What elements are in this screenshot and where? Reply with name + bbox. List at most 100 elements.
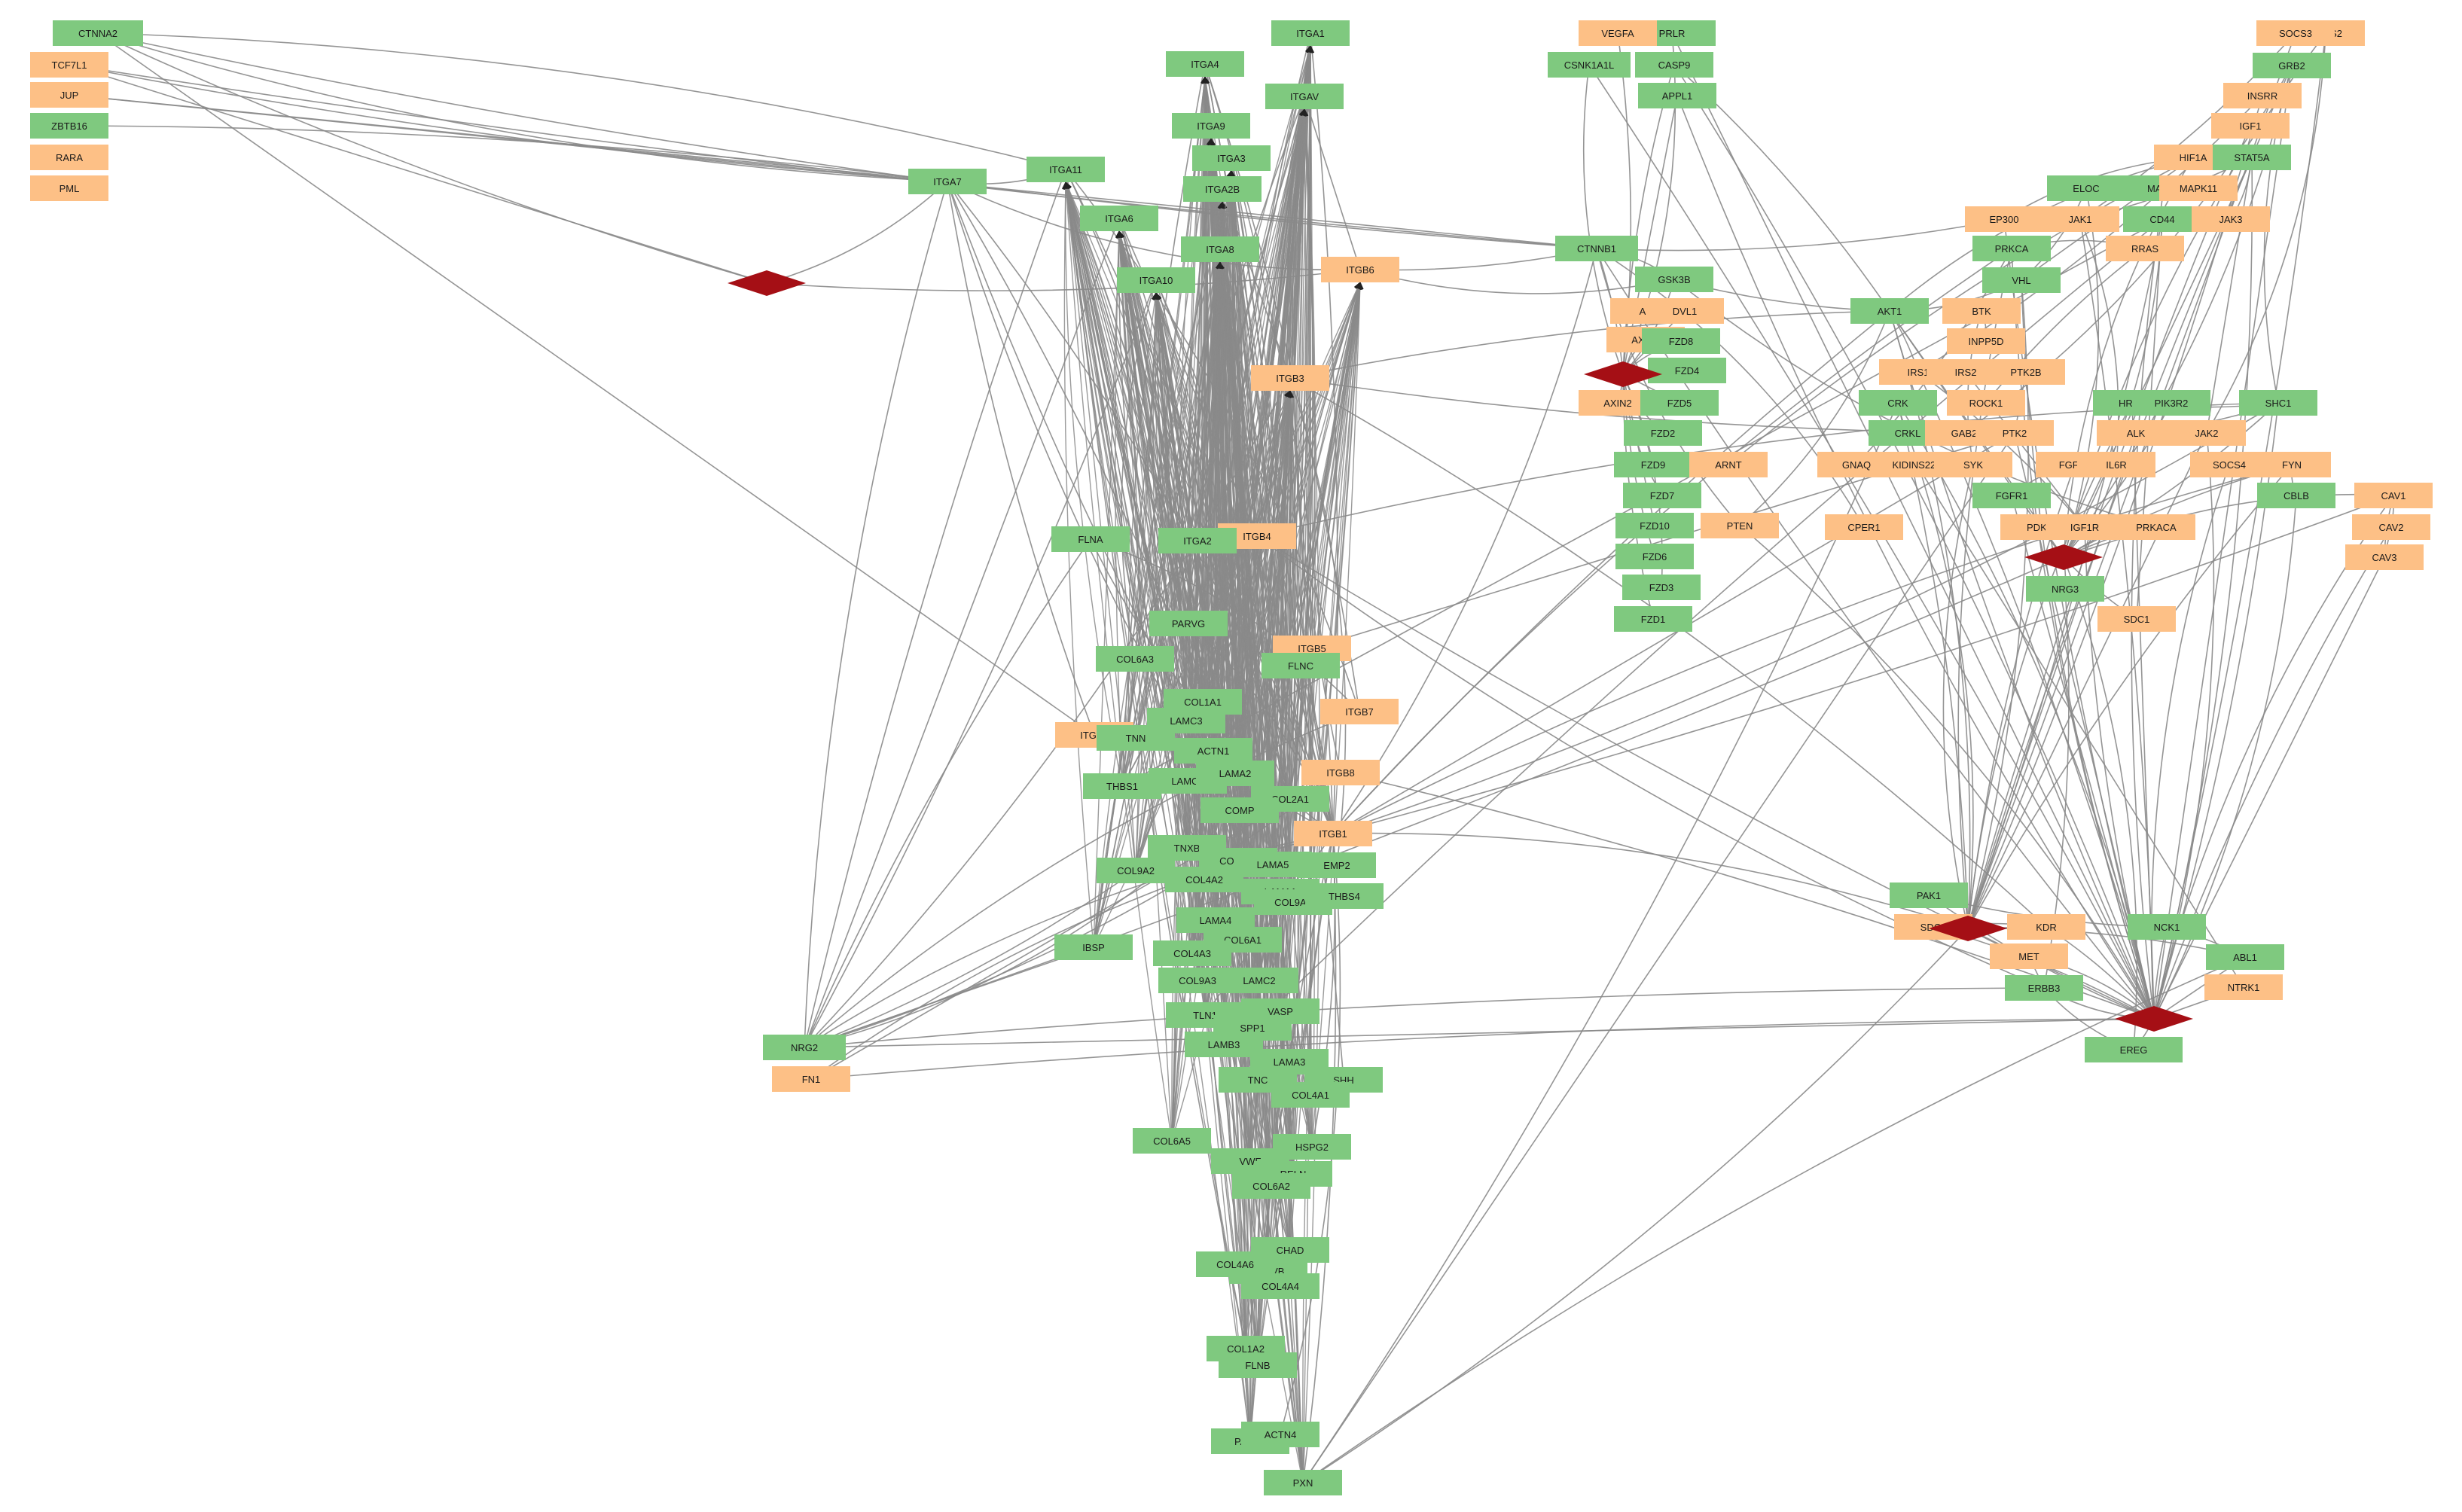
node-stat5a[interactable]: STAT5A: [2213, 145, 2291, 170]
node-itga4[interactable]: ITGA4: [1166, 51, 1244, 77]
node-col9a2[interactable]: COL9A2: [1097, 858, 1175, 883]
node-arnt[interactable]: ARNT: [1689, 452, 1768, 477]
node-pml[interactable]: PML: [30, 175, 108, 201]
node-ctnnb1[interactable]: CTNNB1: [1555, 236, 1638, 261]
node-nrg2[interactable]: NRG2: [763, 1035, 846, 1060]
node-emp2[interactable]: EMP2: [1298, 852, 1376, 878]
node-akt1[interactable]: AKT1: [1850, 298, 1929, 324]
node-itga9[interactable]: ITGA9: [1172, 113, 1250, 139]
node-actn1[interactable]: ACTN1: [1174, 738, 1252, 764]
node-crk[interactable]: CRK: [1859, 390, 1937, 416]
node-igf1[interactable]: IGF1: [2211, 113, 2290, 139]
node-itgav[interactable]: ITGAV: [1265, 84, 1344, 109]
node-thbs1[interactable]: THBS1: [1083, 773, 1161, 799]
node-thbs4[interactable]: THBS4: [1305, 883, 1384, 909]
node-fzd9[interactable]: FZD9: [1614, 452, 1692, 477]
node-gsk3b[interactable]: GSK3B: [1635, 267, 1713, 292]
hub-node-pten-hub[interactable]: [728, 270, 806, 296]
node-eloc[interactable]: ELOC: [2047, 175, 2125, 201]
node-dvl1[interactable]: DVL1: [1646, 298, 1724, 324]
node-shc1[interactable]: SHC1: [2239, 390, 2317, 416]
node-ereg[interactable]: EREG: [2085, 1037, 2183, 1062]
hub-node-apc-hub[interactable]: [1584, 361, 1662, 387]
node-rras[interactable]: RRAS: [2106, 236, 2184, 261]
node-col4a1[interactable]: COL4A1: [1271, 1082, 1350, 1108]
node-syk[interactable]: SYK: [1934, 452, 2012, 477]
node-nck1[interactable]: NCK1: [2128, 914, 2206, 940]
node-pak1[interactable]: PAK1: [1890, 883, 1968, 908]
node-grb2[interactable]: GRB2: [2253, 53, 2331, 78]
node-ep300[interactable]: EP300: [1965, 206, 2043, 232]
node-nrg3[interactable]: NRG3: [2026, 576, 2104, 602]
hub-node-egfr[interactable]: [2115, 1006, 2193, 1032]
node-fn1[interactable]: FN1: [772, 1066, 850, 1092]
node-parvg[interactable]: PARVG: [1149, 611, 1228, 636]
node-fgfr1[interactable]: FGFR1: [1972, 483, 2051, 508]
node-ptk2[interactable]: PTK2: [1975, 420, 2054, 446]
node-fzd4[interactable]: FZD4: [1648, 358, 1726, 383]
node-kdr[interactable]: KDR: [2007, 914, 2085, 940]
node-actn4[interactable]: ACTN4: [1241, 1422, 1319, 1447]
node-fzd7[interactable]: FZD7: [1623, 483, 1701, 508]
node-itgb6[interactable]: ITGB6: [1321, 257, 1399, 282]
node-itgb8[interactable]: ITGB8: [1301, 760, 1380, 785]
node-sdc1[interactable]: SDC1: [2097, 606, 2176, 632]
node-col6a2[interactable]: COL6A2: [1232, 1173, 1310, 1199]
node-jak1[interactable]: JAK1: [2041, 206, 2119, 232]
node-tnn[interactable]: TNN: [1097, 725, 1175, 751]
node-il6r[interactable]: IL6R: [2077, 452, 2155, 477]
node-col4a6[interactable]: COL4A6: [1196, 1251, 1274, 1277]
node-lamb3[interactable]: LAMB3: [1185, 1032, 1263, 1057]
node-itgb3[interactable]: ITGB3: [1251, 365, 1329, 391]
node-prkaca[interactable]: PRKACA: [2117, 514, 2195, 540]
node-lamc2[interactable]: LAMC2: [1220, 968, 1298, 993]
node-insrr[interactable]: INSRR: [2223, 83, 2302, 108]
node-fzd1[interactable]: FZD1: [1614, 606, 1692, 632]
node-cav1[interactable]: CAV1: [2354, 483, 2433, 508]
node-cblb[interactable]: CBLB: [2257, 483, 2335, 508]
node-itga11[interactable]: ITGA11: [1027, 157, 1105, 182]
node-col4a4[interactable]: COL4A4: [1241, 1273, 1319, 1299]
node-alk[interactable]: ALK: [2097, 420, 2175, 446]
node-pten[interactable]: PTEN: [1701, 513, 1779, 538]
node-ctnna2[interactable]: CTNNA2: [53, 20, 143, 46]
node-itga6[interactable]: ITGA6: [1080, 206, 1158, 231]
node-cper1[interactable]: CPER1: [1825, 514, 1903, 540]
node-jak3[interactable]: JAK3: [2192, 206, 2270, 232]
hub-node-erbb4[interactable]: [2024, 544, 2103, 570]
node-met[interactable]: MET: [1990, 943, 2068, 969]
node-col4a3[interactable]: COL4A3: [1153, 940, 1231, 966]
node-ibsp[interactable]: IBSP: [1054, 934, 1133, 960]
node-cd44[interactable]: CD44: [2123, 206, 2201, 232]
node-casp9[interactable]: CASP9: [1635, 52, 1713, 78]
node-itga7[interactable]: ITGA7: [908, 169, 987, 194]
node-comp[interactable]: COMP: [1200, 797, 1279, 823]
node-tcf7l1[interactable]: TCF7L1: [30, 52, 108, 78]
node-btk[interactable]: BTK: [1942, 298, 2021, 324]
node-itgb7[interactable]: ITGB7: [1320, 699, 1399, 724]
node-fzd10[interactable]: FZD10: [1615, 513, 1694, 538]
node-itga8[interactable]: ITGA8: [1181, 236, 1259, 262]
node-cav3[interactable]: CAV3: [2345, 544, 2424, 570]
node-col4a2[interactable]: COL4A2: [1165, 867, 1243, 892]
node-itga10[interactable]: ITGA10: [1117, 267, 1195, 293]
node-abl1[interactable]: ABL1: [2206, 944, 2284, 970]
node-prkca[interactable]: PRKCA: [1972, 236, 2051, 261]
node-erbb3[interactable]: ERBB3: [2005, 975, 2083, 1001]
node-jup[interactable]: JUP: [30, 82, 108, 108]
node-fzd6[interactable]: FZD6: [1615, 544, 1694, 569]
node-itga1[interactable]: ITGA1: [1271, 20, 1350, 46]
node-itga2[interactable]: ITGA2: [1158, 528, 1237, 553]
node-flnc[interactable]: FLNC: [1262, 653, 1340, 678]
node-vegfa[interactable]: VEGFA: [1579, 20, 1657, 46]
node-socs3[interactable]: SOCS3: [2256, 20, 2335, 46]
node-fzd8[interactable]: FZD8: [1642, 328, 1720, 354]
node-fyn[interactable]: FYN: [2253, 452, 2331, 477]
node-igf1r[interactable]: IGF1R: [2046, 514, 2124, 540]
node-vhl[interactable]: VHL: [1982, 267, 2061, 293]
node-inpp5d[interactable]: INPP5D: [1947, 328, 2025, 354]
node-jak2[interactable]: JAK2: [2168, 420, 2246, 446]
node-flnb[interactable]: FLNB: [1219, 1352, 1297, 1378]
node-mapk11[interactable]: MAPK11: [2159, 175, 2238, 201]
node-csnk1a1l[interactable]: CSNK1A1L: [1548, 52, 1631, 78]
